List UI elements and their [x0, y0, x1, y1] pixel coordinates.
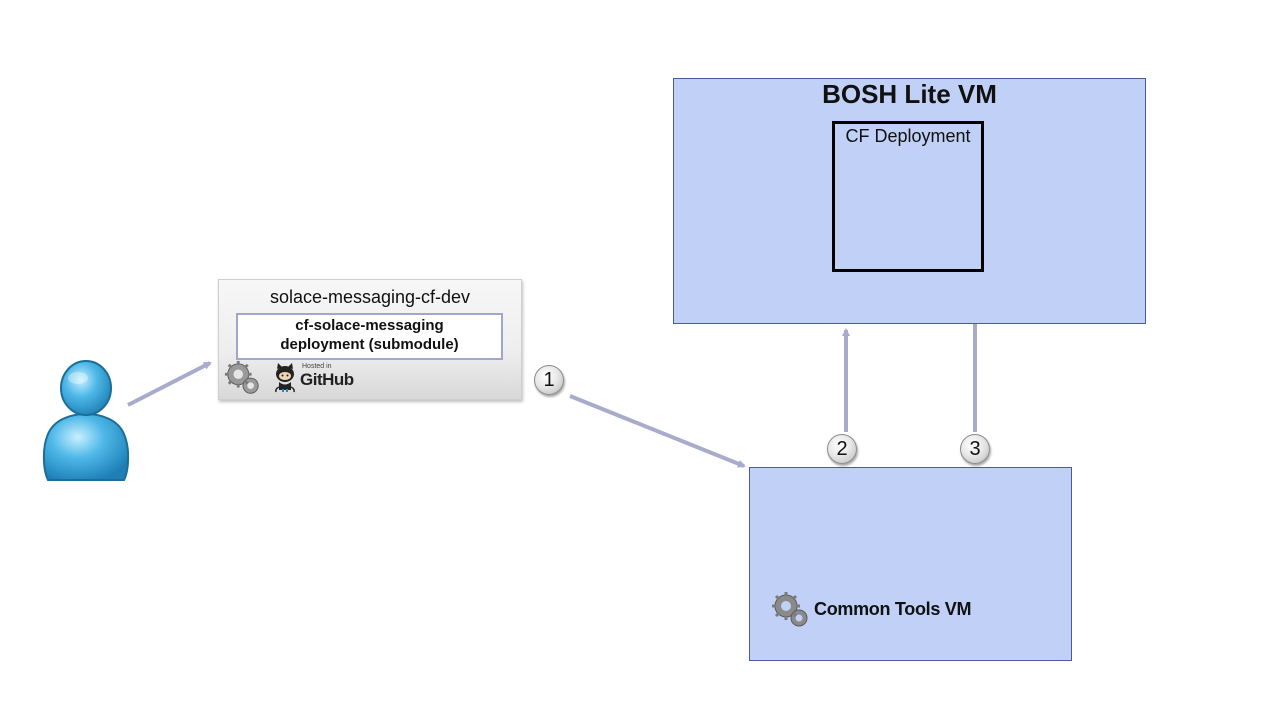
submodule-box	[236, 313, 503, 360]
cf-deployment-label: CF Deployment	[845, 126, 971, 146]
user-icon	[42, 360, 130, 481]
octocat-icon	[275, 363, 295, 393]
submodule-line-2: deployment (submodule)	[280, 336, 459, 353]
submodule-line-1: cf-solace-messaging	[295, 317, 444, 334]
github-hosted-in-label: Hosted in	[302, 363, 332, 370]
step-badge-3: 3	[960, 434, 990, 464]
step-badge-1: 1	[534, 365, 564, 395]
common-tools-vm-label: Common Tools VM	[814, 599, 972, 619]
github-logo-text: GitHub	[300, 370, 354, 389]
arrow-user-to-repo	[127, 361, 212, 407]
bosh-lite-vm-title: BOSH Lite VM	[822, 79, 997, 109]
repo-title: solace-messaging-cf-dev	[269, 287, 471, 307]
cf-deployment-box	[832, 121, 984, 272]
arrow-step-1	[569, 394, 746, 468]
common-tools-vm-box	[749, 467, 1072, 661]
step-badge-2: 2	[827, 434, 857, 464]
submodule-label: cf-solace-messaging deployment (submodul…	[236, 316, 503, 354]
gear-icon	[772, 592, 808, 627]
gear-icon	[224, 360, 259, 394]
